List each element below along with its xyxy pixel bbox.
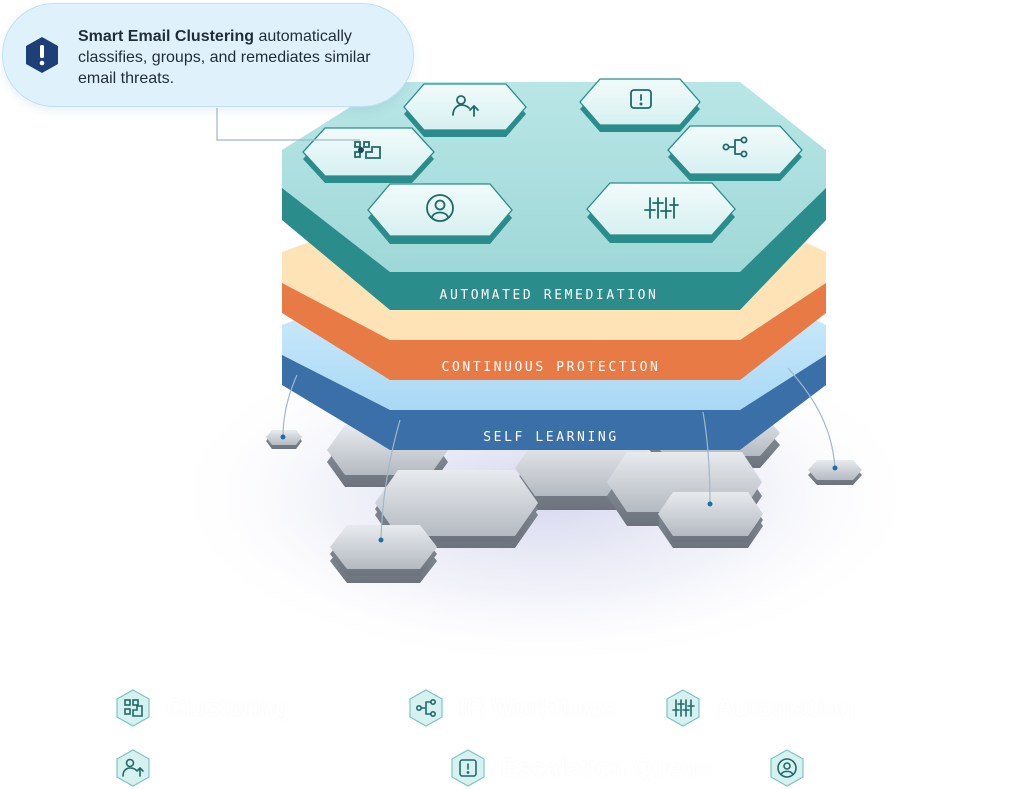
- connector-dot: [832, 465, 838, 471]
- tile-user-escalation[interactable]: [403, 83, 527, 137]
- workflow-icon: [409, 689, 443, 727]
- legend-label: IR Workflows: [459, 693, 617, 722]
- user-profile-icon: [770, 749, 804, 787]
- legend-item-clustering[interactable]: Clustering: [113, 688, 290, 728]
- user-escalation-icon: [116, 749, 150, 787]
- callout-text: Smart Email Clustering automatically cla…: [78, 26, 398, 89]
- tile-clustering[interactable]: [302, 127, 435, 183]
- connector-dot: [358, 147, 364, 153]
- user-escalation-icon: [452, 95, 479, 117]
- legend-label: Escalation Queue: [501, 753, 711, 782]
- layer-automated-remediation: AUTOMATED REMEDIATION: [282, 82, 826, 310]
- settings-sliders-icon: [644, 197, 679, 219]
- alert-icon: [451, 749, 485, 787]
- connector-lines: [216, 108, 836, 541]
- layer-label: SELF LEARNING: [483, 430, 619, 445]
- connector-dot: [378, 537, 384, 543]
- layer-label: AUTOMATED REMEDIATION: [440, 288, 659, 303]
- user-profile-icon: [426, 194, 454, 222]
- clustering-icon: [116, 689, 150, 727]
- tile-user-profile[interactable]: [367, 183, 513, 244]
- gray-hexagon: [266, 430, 302, 449]
- tile-workflow[interactable]: [667, 125, 803, 181]
- tile-alert[interactable]: [579, 78, 701, 132]
- legend-item-escalation-queue[interactable]: Escalation Queue: [448, 748, 711, 788]
- callout-bubble: Smart Email Clustering automatically cla…: [2, 3, 414, 107]
- connector-dot: [280, 434, 286, 440]
- callout-body: automatically classifies, groups, and re…: [78, 28, 371, 87]
- clustering-icon: [354, 141, 381, 159]
- alert-icon: [630, 89, 652, 109]
- legend-label: Automation: [716, 693, 855, 722]
- legend-item-ir-workflows[interactable]: IR Workflows: [406, 688, 617, 728]
- workflow-icon: [722, 136, 748, 158]
- tile-settings[interactable]: [586, 182, 736, 243]
- connector-dot: [707, 501, 713, 507]
- gray-hexagon: [658, 492, 763, 548]
- callout-title: Smart Email Clustering: [78, 28, 255, 45]
- legend-label: Clustering: [166, 693, 290, 722]
- gray-hexagon: [330, 525, 437, 583]
- settings-sliders-icon: [666, 689, 700, 727]
- legend-item-user-profile[interactable]: [767, 748, 820, 788]
- legend-item-user-escalation[interactable]: [113, 748, 166, 788]
- legend-item-automation[interactable]: Automation: [663, 688, 855, 728]
- alert-badge-icon: [26, 37, 58, 73]
- layer-label: CONTINUOUS PROTECTION: [442, 360, 661, 375]
